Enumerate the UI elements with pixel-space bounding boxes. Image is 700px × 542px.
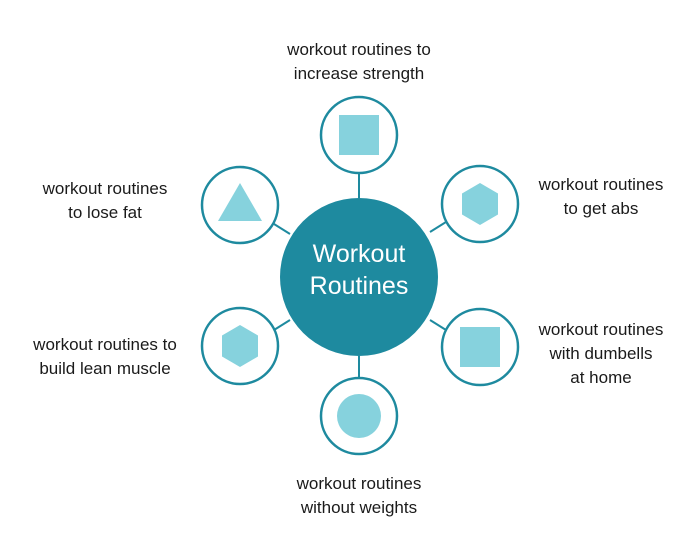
label-dumbells-at-home: workout routines with dumbells at home: [520, 318, 682, 390]
label-increase-strength: workout routines to increase strength: [259, 38, 459, 86]
hexagon-icon: [222, 325, 258, 367]
triangle-icon: [218, 183, 262, 221]
label-line: workout routines: [296, 474, 422, 493]
center-hub: [280, 198, 438, 356]
label-line: workout routines: [538, 320, 664, 339]
label-line: without weights: [300, 498, 418, 517]
square-icon: [460, 327, 500, 367]
center-title: Workout Routines: [282, 238, 436, 302]
connector-lose-fat: [273, 223, 291, 235]
label-build-lean-muscle: workout routines to build lean muscle: [8, 333, 202, 381]
label-line: to get abs: [563, 199, 639, 218]
center-title-line-1: Workout: [312, 240, 406, 268]
label-line: workout routines: [42, 179, 168, 198]
label-line: workout routines to: [287, 40, 431, 59]
connector-abs: [429, 221, 447, 233]
label-without-weights: workout routines without weights: [269, 472, 449, 520]
connector-dumbells: [429, 319, 447, 331]
label-get-abs: workout routines to get abs: [520, 173, 682, 221]
label-line: build lean muscle: [39, 359, 171, 378]
label-line: to lose fat: [68, 203, 142, 222]
hexagon-icon: [462, 183, 498, 225]
label-line: workout routines: [538, 175, 664, 194]
label-lose-fat: workout routines to lose fat: [22, 177, 188, 225]
center-title-line-2: Routines: [309, 272, 409, 300]
square-icon: [339, 115, 379, 155]
label-line: with dumbells: [549, 344, 653, 363]
connector-lean-muscle: [273, 319, 291, 331]
label-line: workout routines to: [33, 335, 177, 354]
label-line: at home: [570, 368, 632, 387]
circle-icon: [337, 394, 381, 438]
label-line: increase strength: [293, 64, 425, 83]
